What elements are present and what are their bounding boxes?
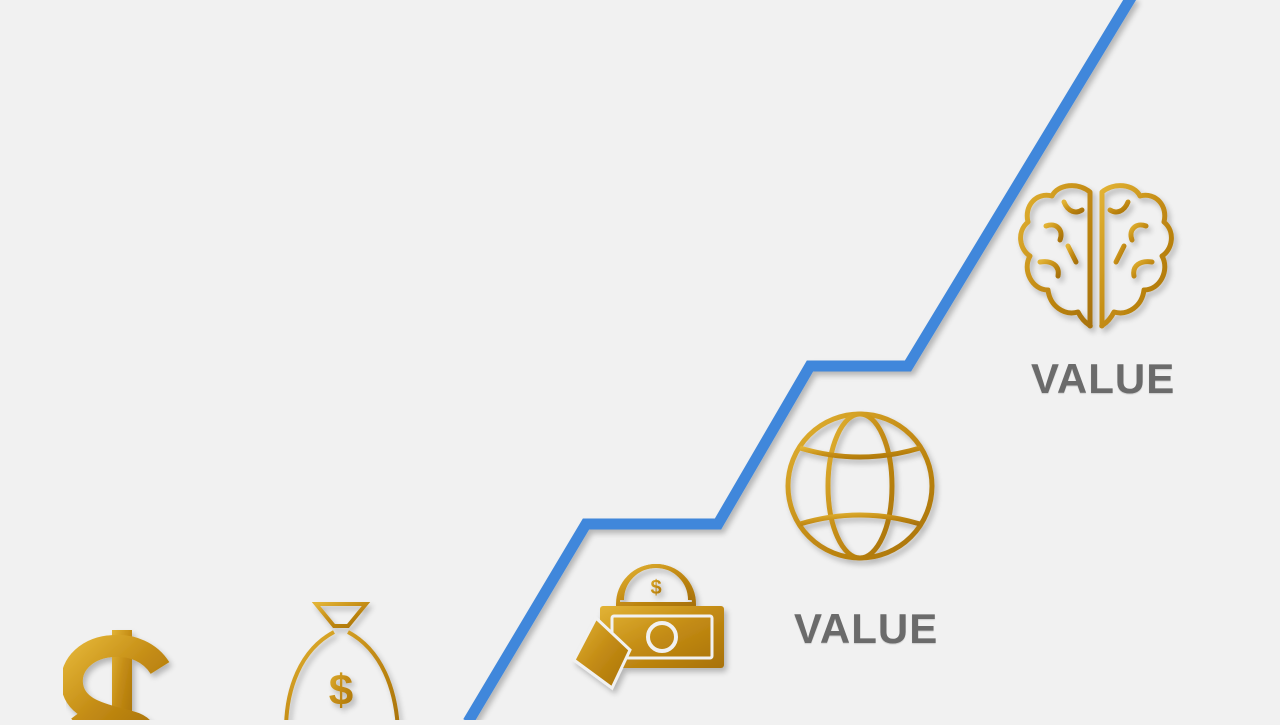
svg-text:$: $ [650, 577, 661, 599]
brain-value-label: VALUE [1031, 355, 1176, 402]
svg-text:$: $ [329, 666, 353, 715]
brain-icon [1018, 183, 1174, 329]
globe-value-label: VALUE [794, 605, 939, 652]
globe-icon [785, 411, 935, 561]
money-bag-icon: $ [284, 602, 400, 725]
growth-line [463, 0, 1137, 725]
dollar-sign-icon [60, 630, 170, 725]
cash-in-hand-icon: $ [572, 564, 724, 691]
